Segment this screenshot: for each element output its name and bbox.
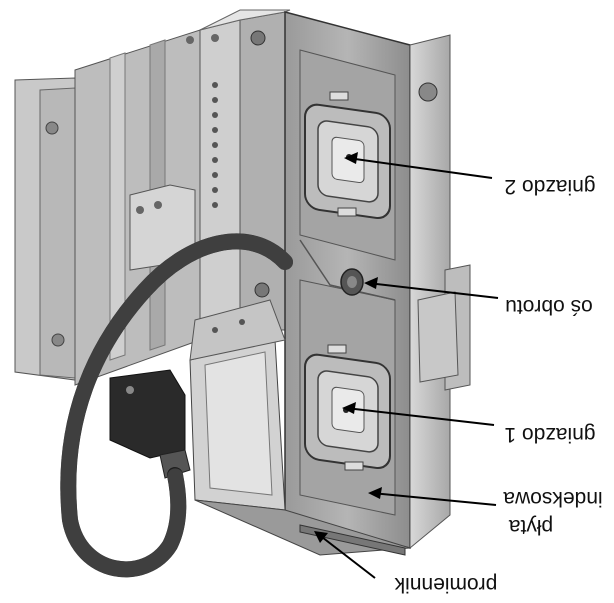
label-promiennik: promiennik [394,573,497,596]
rotation-axis [340,268,364,296]
label-os-obrotu: oś obrotu [505,295,593,318]
mounting-bracket [129,184,196,271]
leader-gniazdo1 [342,402,495,426]
cavity-2 [304,91,391,219]
left-side-block [14,77,76,381]
label-gniazdo-1: gniazdo 1 [504,423,595,446]
label-gniazdo-2: gniazdo 2 [504,175,595,198]
leader-promiennik [314,531,376,579]
label-plyta: płyta [509,515,554,538]
leader-os-obrotu [364,277,499,299]
heater-block [189,299,411,556]
cavity-1 [304,344,391,471]
corrugated-cable [60,233,293,578]
label-indeksowa: indeksowa [503,487,603,510]
leader-gniazdo2 [344,152,493,179]
cable-connector [109,369,191,479]
leader-plyta [368,487,497,506]
bolt-hole-column [186,30,270,298]
